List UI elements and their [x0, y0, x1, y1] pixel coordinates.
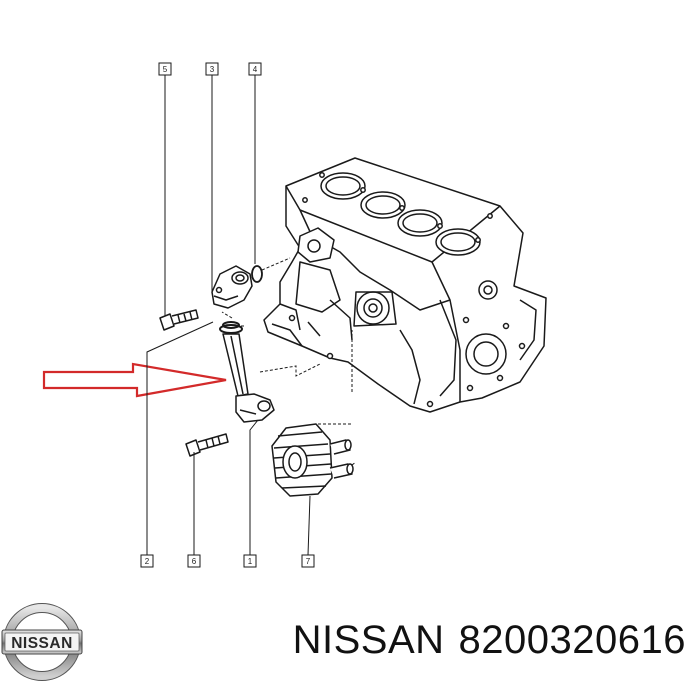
- o-ring-small: [219, 321, 243, 334]
- part-1-oil-pipe: [222, 333, 275, 423]
- part-4-o-ring: [251, 265, 263, 283]
- svg-text:5: 5: [163, 65, 168, 74]
- callout-7: 7: [301, 554, 315, 568]
- part-6-bolt: [185, 433, 229, 457]
- leader-lines: [146, 75, 311, 556]
- callout-6: 6: [187, 554, 201, 568]
- part-caption: NISSAN 8200320616: [293, 618, 686, 663]
- callout-1: 1: [243, 554, 257, 568]
- svg-text:4: 4: [253, 65, 258, 74]
- svg-text:2: 2: [145, 557, 150, 566]
- svg-text:6: 6: [192, 557, 197, 566]
- part-5-bolt: [159, 309, 199, 331]
- svg-text:3: 3: [210, 65, 215, 74]
- nissan-logo-text: NISSAN: [11, 635, 73, 652]
- callout-4: 4: [248, 62, 262, 76]
- callout-3: 3: [205, 62, 219, 76]
- part-number: 8200320616: [458, 618, 686, 662]
- svg-text:1: 1: [248, 557, 253, 566]
- brand-name: NISSAN: [292, 618, 445, 662]
- part-3-elbow-housing: [211, 265, 253, 309]
- callout-2: 2: [140, 554, 154, 568]
- svg-text:7: 7: [306, 557, 311, 566]
- nissan-logo: NISSAN: [1, 603, 83, 681]
- engine-block: [263, 157, 547, 413]
- part-7-oil-cooler: [271, 423, 354, 497]
- red-pointer-arrow: [42, 362, 227, 398]
- callout-5: 5: [158, 62, 172, 76]
